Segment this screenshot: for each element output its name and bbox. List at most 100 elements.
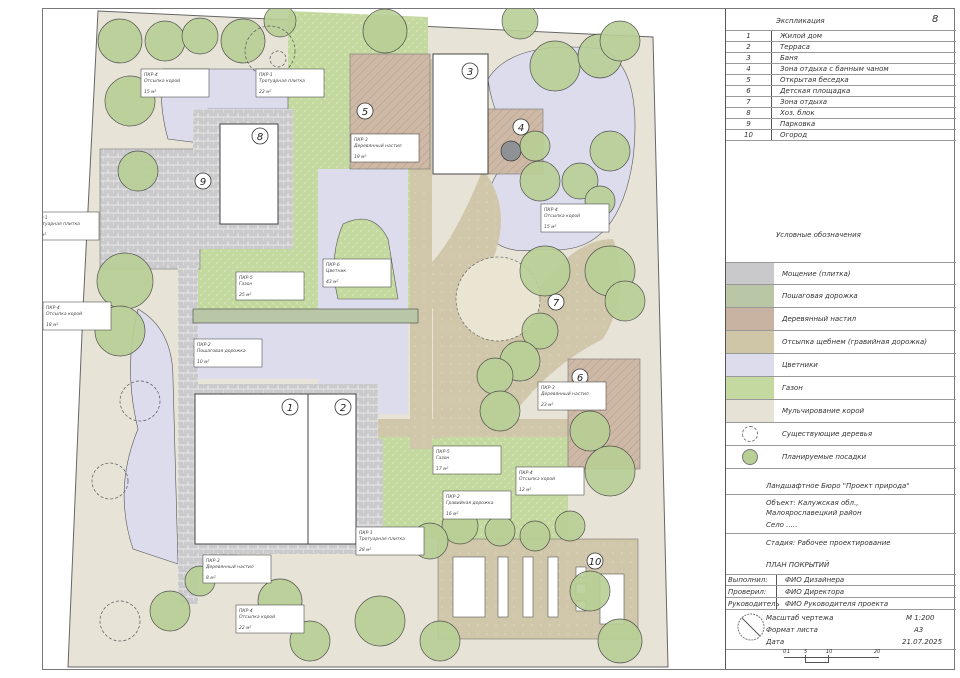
svg-text:28 м²: 28 м² bbox=[359, 547, 372, 553]
legend-item: Цветники bbox=[726, 354, 956, 377]
staff-name: ФИО Директора bbox=[785, 587, 845, 596]
planned-tree bbox=[519, 520, 551, 552]
svg-text:19 м²: 19 м² bbox=[354, 154, 367, 160]
row-number: 2 bbox=[746, 43, 751, 51]
row-label: Зона отдыха bbox=[780, 98, 828, 106]
row-number: 10 bbox=[744, 131, 753, 139]
scale-value: М 1:200 bbox=[906, 614, 935, 622]
scale-label: Масштаб чертежа bbox=[766, 614, 834, 622]
svg-text:15 м²: 15 м² bbox=[144, 89, 157, 95]
svg-text:ПКР-3: ПКР-3 bbox=[206, 558, 220, 564]
planned-tree bbox=[362, 9, 408, 54]
staff-row: Проверил:ФИО Директора bbox=[726, 586, 956, 598]
date-value: 21.07.2025 bbox=[902, 638, 943, 646]
legend-item: Пошаговая дорожка bbox=[726, 285, 956, 308]
legend-label: Существующие деревья bbox=[782, 430, 873, 438]
planned-tree bbox=[181, 17, 219, 55]
svg-text:6: 6 bbox=[577, 373, 583, 384]
zone-number-1: 1 bbox=[281, 398, 299, 416]
svg-text:7: 7 bbox=[553, 298, 560, 309]
planned-tree bbox=[529, 40, 581, 92]
legend-swatch bbox=[726, 354, 774, 376]
existing-tree bbox=[269, 50, 287, 68]
svg-text:ПКР-1: ПКР-1 bbox=[359, 530, 373, 536]
planned-tree bbox=[597, 618, 643, 664]
legend-item: Планируемые посадки bbox=[726, 446, 956, 469]
legend-label: Цветники bbox=[782, 361, 818, 369]
existing-tree bbox=[91, 462, 129, 500]
legend-label: Деревянный настил bbox=[782, 315, 857, 323]
sheet-title: ПЛАН ПОКРЫТИЙ bbox=[766, 561, 830, 569]
zone-number-2: 2 bbox=[334, 398, 352, 416]
svg-text:23 м²: 23 м² bbox=[541, 402, 554, 408]
stage: Стадия: Рабочее проектирование bbox=[766, 539, 891, 547]
row-number: 4 bbox=[746, 65, 751, 73]
row-label: Хоз. блок bbox=[780, 109, 815, 117]
staff-name: ФИО Дизайнера bbox=[785, 576, 845, 584]
building-house bbox=[194, 393, 309, 545]
staff-role: Руководитель bbox=[728, 599, 780, 608]
row-number: 6 bbox=[746, 87, 751, 95]
svg-text:43 м²: 43 м² bbox=[326, 279, 339, 285]
svg-text:12 м²: 12 м² bbox=[519, 487, 532, 493]
svg-text:Отсыпка корой: Отсыпка корой bbox=[239, 614, 275, 620]
planned-tree bbox=[476, 357, 514, 395]
svg-text:ПКР-3: ПКР-3 bbox=[541, 385, 555, 391]
planned-tree bbox=[519, 130, 551, 162]
row-number: 1 bbox=[746, 32, 751, 40]
svg-text:1: 1 bbox=[287, 403, 293, 414]
svg-text:ПКР-4: ПКР-4 bbox=[519, 470, 533, 476]
object-line2: Малоярославецкий район bbox=[766, 509, 862, 517]
planned-tree bbox=[519, 245, 571, 297]
village: Село ..... bbox=[766, 521, 798, 529]
svg-text:Тротуарная плитка: Тротуарная плитка bbox=[359, 536, 405, 542]
compass-icon bbox=[737, 613, 765, 641]
zone-number-3: 3 bbox=[461, 62, 479, 80]
explication-row: 2 Терраса bbox=[726, 42, 956, 53]
svg-text:ПКР-6: ПКР-6 bbox=[326, 262, 340, 268]
staff-role: Выполнил: bbox=[728, 576, 768, 584]
svg-text:ПКР-5: ПКР-5 bbox=[436, 449, 450, 455]
zone-number-4: 4 bbox=[512, 118, 530, 136]
svg-text:10 м²: 10 м² bbox=[197, 359, 210, 365]
planned-tree bbox=[149, 590, 191, 632]
svg-text:Отсыпка корой: Отсыпка корой bbox=[46, 311, 82, 317]
stepping-path bbox=[192, 308, 419, 324]
row-label: Жилой дом bbox=[780, 32, 823, 40]
legend-label: Газон bbox=[782, 384, 803, 392]
planned-tree bbox=[569, 410, 611, 452]
row-label: Детская площадка bbox=[780, 87, 851, 95]
row-label: Терраса bbox=[780, 43, 810, 51]
existing-tree bbox=[244, 25, 296, 77]
date-label: Дата bbox=[766, 638, 785, 646]
svg-text:9: 9 bbox=[200, 177, 206, 188]
planned-tree bbox=[519, 160, 561, 202]
legend-tree-icon bbox=[726, 446, 774, 468]
svg-text:ПКР-1: ПКР-1 bbox=[43, 215, 48, 221]
legend-item: Существующие деревья bbox=[726, 423, 956, 446]
svg-text:ПКР-4: ПКР-4 bbox=[239, 608, 253, 614]
svg-text:22 м²: 22 м² bbox=[259, 89, 272, 95]
zone-number-8: 8 bbox=[251, 127, 269, 145]
format-label: Формат листа bbox=[766, 626, 818, 634]
legend-swatch bbox=[726, 263, 774, 284]
row-label: Парковка bbox=[780, 120, 816, 128]
bureau-name: Ландшафтное Бюро "Проект природа" bbox=[766, 482, 910, 490]
format-value: А3 bbox=[914, 626, 924, 634]
row-label: Открытая беседка bbox=[780, 76, 849, 84]
svg-text:ПКР-3: ПКР-3 bbox=[354, 137, 368, 143]
existing-tree bbox=[119, 380, 161, 422]
planned-tree bbox=[96, 252, 154, 310]
object-line1: Объект: Калужская обл., bbox=[766, 499, 859, 507]
explication-row: 1 Жилой дом bbox=[726, 31, 956, 42]
